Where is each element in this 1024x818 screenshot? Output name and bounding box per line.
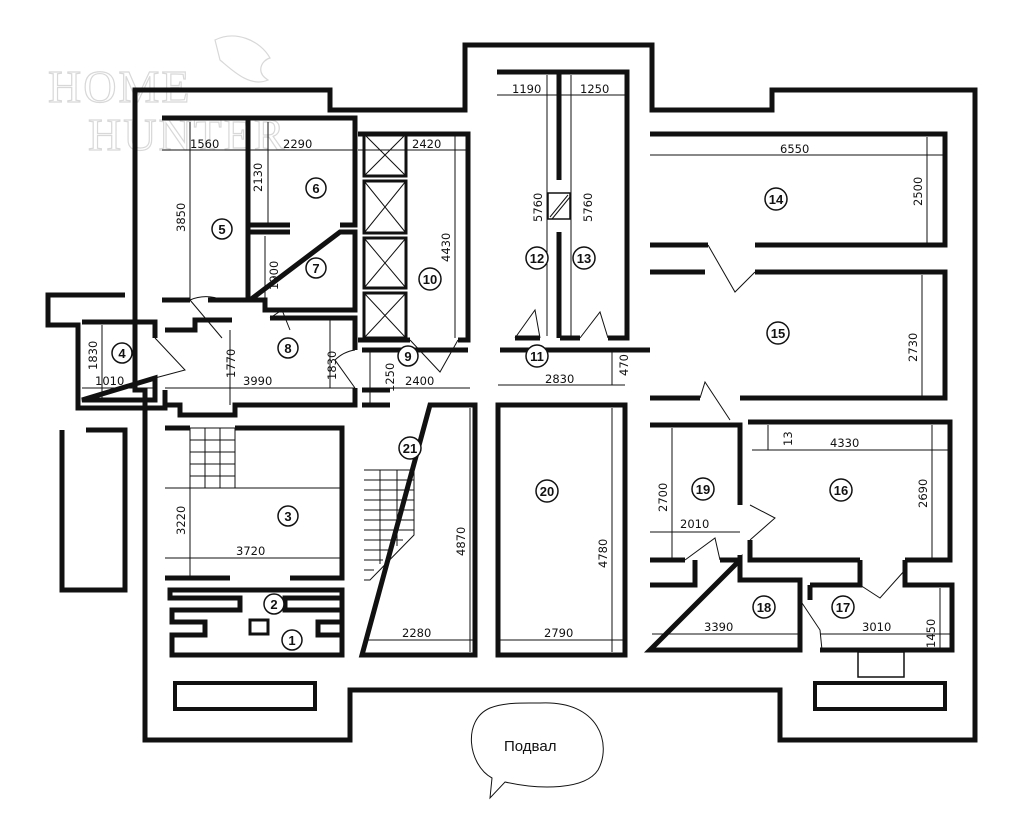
room-10-shafts: [362, 132, 408, 340]
room-20-wall: [495, 402, 628, 658]
dim-label: 2010: [680, 517, 709, 531]
room-18-wall: [643, 553, 803, 653]
dim-label: 13: [781, 431, 795, 446]
room-7-wall: [242, 229, 358, 313]
dim-label: 1900: [267, 261, 281, 290]
dim-label: 2500: [911, 177, 925, 206]
room-number: 6: [312, 181, 319, 196]
dim-label: 470: [617, 354, 631, 376]
room-number: 13: [577, 251, 591, 266]
room-number: 10: [423, 272, 437, 287]
room-number: 7: [312, 261, 319, 276]
room-12-13-wall: [497, 69, 630, 341]
dim-label: 1450: [924, 619, 938, 648]
dim-label: 5760: [581, 193, 595, 222]
dim-label: 2700: [656, 483, 670, 512]
dim-label: 6550: [780, 142, 809, 156]
dim-label: 1560: [190, 137, 219, 151]
stairs-room-21: [364, 469, 415, 581]
room-number: 18: [757, 600, 771, 615]
room-10-shaft-diagonals: [363, 133, 407, 339]
dim-label: 4430: [439, 233, 453, 262]
room-number: 4: [118, 346, 126, 361]
room-number: 19: [696, 482, 710, 497]
left-leg-wall: [59, 427, 128, 593]
dim-label: 2730: [906, 333, 920, 362]
dim-label: 3850: [174, 203, 188, 232]
door-swings: [154, 244, 906, 651]
dim-label: 1250: [580, 82, 609, 96]
dimension-labels: 1560 2290 2420 1190 1250 6550 3850 2130 …: [86, 82, 938, 648]
room-10-wall: [358, 131, 471, 343]
room-1-2-wall: [167, 587, 345, 658]
dim-label: 2790: [544, 626, 573, 640]
room-number: 12: [530, 251, 544, 266]
room-number: 3: [284, 509, 291, 524]
dim-label: 3010: [862, 620, 891, 634]
room-number: 9: [404, 349, 411, 364]
stair-symbol-hatch: [549, 194, 571, 220]
room-markers: 1 2 3 4 5 6 7 8 9 10 11 12 13 14 15 16 1…: [111, 177, 855, 651]
dim-label: 1190: [512, 82, 541, 96]
room-number: 14: [769, 192, 784, 207]
dim-label: 2280: [402, 626, 431, 640]
dim-label: 2420: [412, 137, 441, 151]
dim-label: 2130: [251, 163, 265, 192]
dimension-lines: [82, 75, 952, 652]
room-number: 16: [834, 483, 848, 498]
outer-wall: [132, 42, 978, 743]
dim-label: 1010: [95, 374, 124, 388]
dim-label: 3990: [243, 374, 272, 388]
dim-label: 2290: [283, 137, 312, 151]
room-number: 21: [403, 441, 417, 456]
bottom-ledge-left: [173, 681, 317, 711]
dim-label: 5760: [531, 193, 545, 222]
home-hunter-watermark: HOME HUNTER: [47, 35, 285, 161]
room-5-wall: [162, 115, 251, 303]
window-well: [857, 651, 905, 678]
stairs-room-3: [165, 427, 342, 489]
dim-label: 2830: [545, 372, 574, 386]
room-number: 15: [771, 326, 785, 341]
room-15-wall: [650, 269, 948, 401]
dim-label: 3390: [704, 620, 733, 634]
floor-label-bubble: Подвал: [470, 702, 604, 800]
room-16-wall: [747, 419, 953, 563]
dim-label: 1770: [224, 349, 238, 378]
room-4-wall: [81, 319, 158, 403]
watermark-line1: HOME: [48, 61, 191, 112]
room-3-wall: [165, 425, 345, 581]
room-6-wall: [250, 115, 358, 228]
floor-label: Подвал: [504, 738, 556, 755]
column: [248, 618, 270, 636]
room-number: 11: [530, 349, 544, 364]
room-1-2-right-pier: [282, 595, 342, 638]
dim-label: 3720: [236, 544, 265, 558]
room-21-wall: [358, 402, 478, 658]
dim-label: 2400: [405, 374, 434, 388]
room-8-wall: [165, 315, 358, 418]
left-wing-wall: [45, 292, 168, 411]
room-number: 5: [218, 222, 225, 237]
room-number: 17: [836, 600, 850, 615]
dim-label: 1830: [86, 341, 100, 370]
dim-label: 1250: [383, 363, 397, 392]
room-number: 1: [288, 633, 295, 648]
dim-label: 2690: [916, 479, 930, 508]
room-number: 2: [270, 597, 277, 612]
room-14-wall: [650, 131, 948, 248]
dim-label: 4330: [830, 436, 859, 450]
dim-label: 4780: [596, 539, 610, 568]
room-number: 8: [284, 341, 291, 356]
dim-label: 4870: [454, 527, 468, 556]
room-number: 20: [540, 484, 554, 499]
dim-label: 3220: [174, 506, 188, 535]
bottom-ledge-right: [813, 681, 947, 711]
dim-label: 1830: [325, 351, 339, 380]
